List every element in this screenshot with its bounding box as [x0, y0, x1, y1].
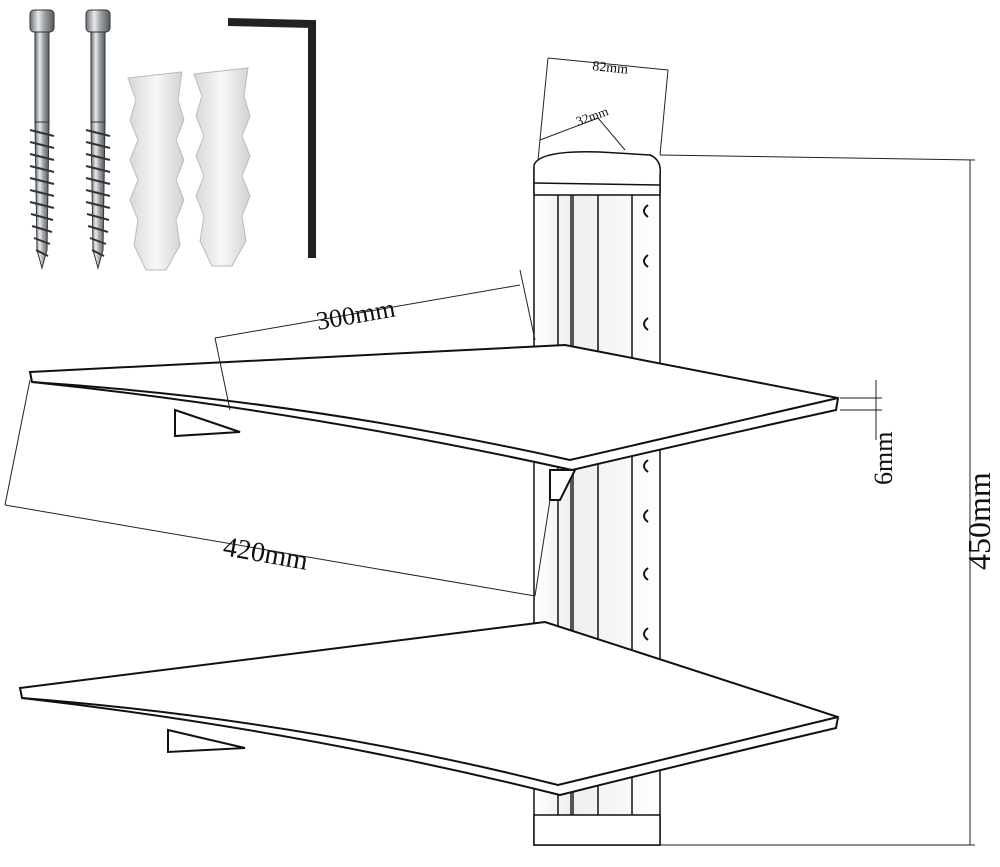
- dimension-300mm: 300mm: [314, 294, 397, 336]
- dimension-450mm: 450mm: [961, 472, 997, 570]
- dimension-6mm: 6mm: [869, 432, 898, 485]
- dimension-82mm: 82mm: [592, 59, 629, 78]
- screw-icon: [29, 9, 55, 270]
- bottom-glass-shelf: [18, 620, 840, 797]
- allen-key-icon: [227, 18, 316, 258]
- wall-anchor-icon: [193, 67, 251, 267]
- dimension-32mm: 32mm: [574, 103, 610, 128]
- wall-anchor-icon: [127, 71, 185, 271]
- dimension-420mm: 420mm: [221, 531, 311, 576]
- top-glass-shelf: [28, 343, 840, 501]
- screw-icon: [85, 9, 111, 270]
- dimension-lines: [4, 57, 976, 846]
